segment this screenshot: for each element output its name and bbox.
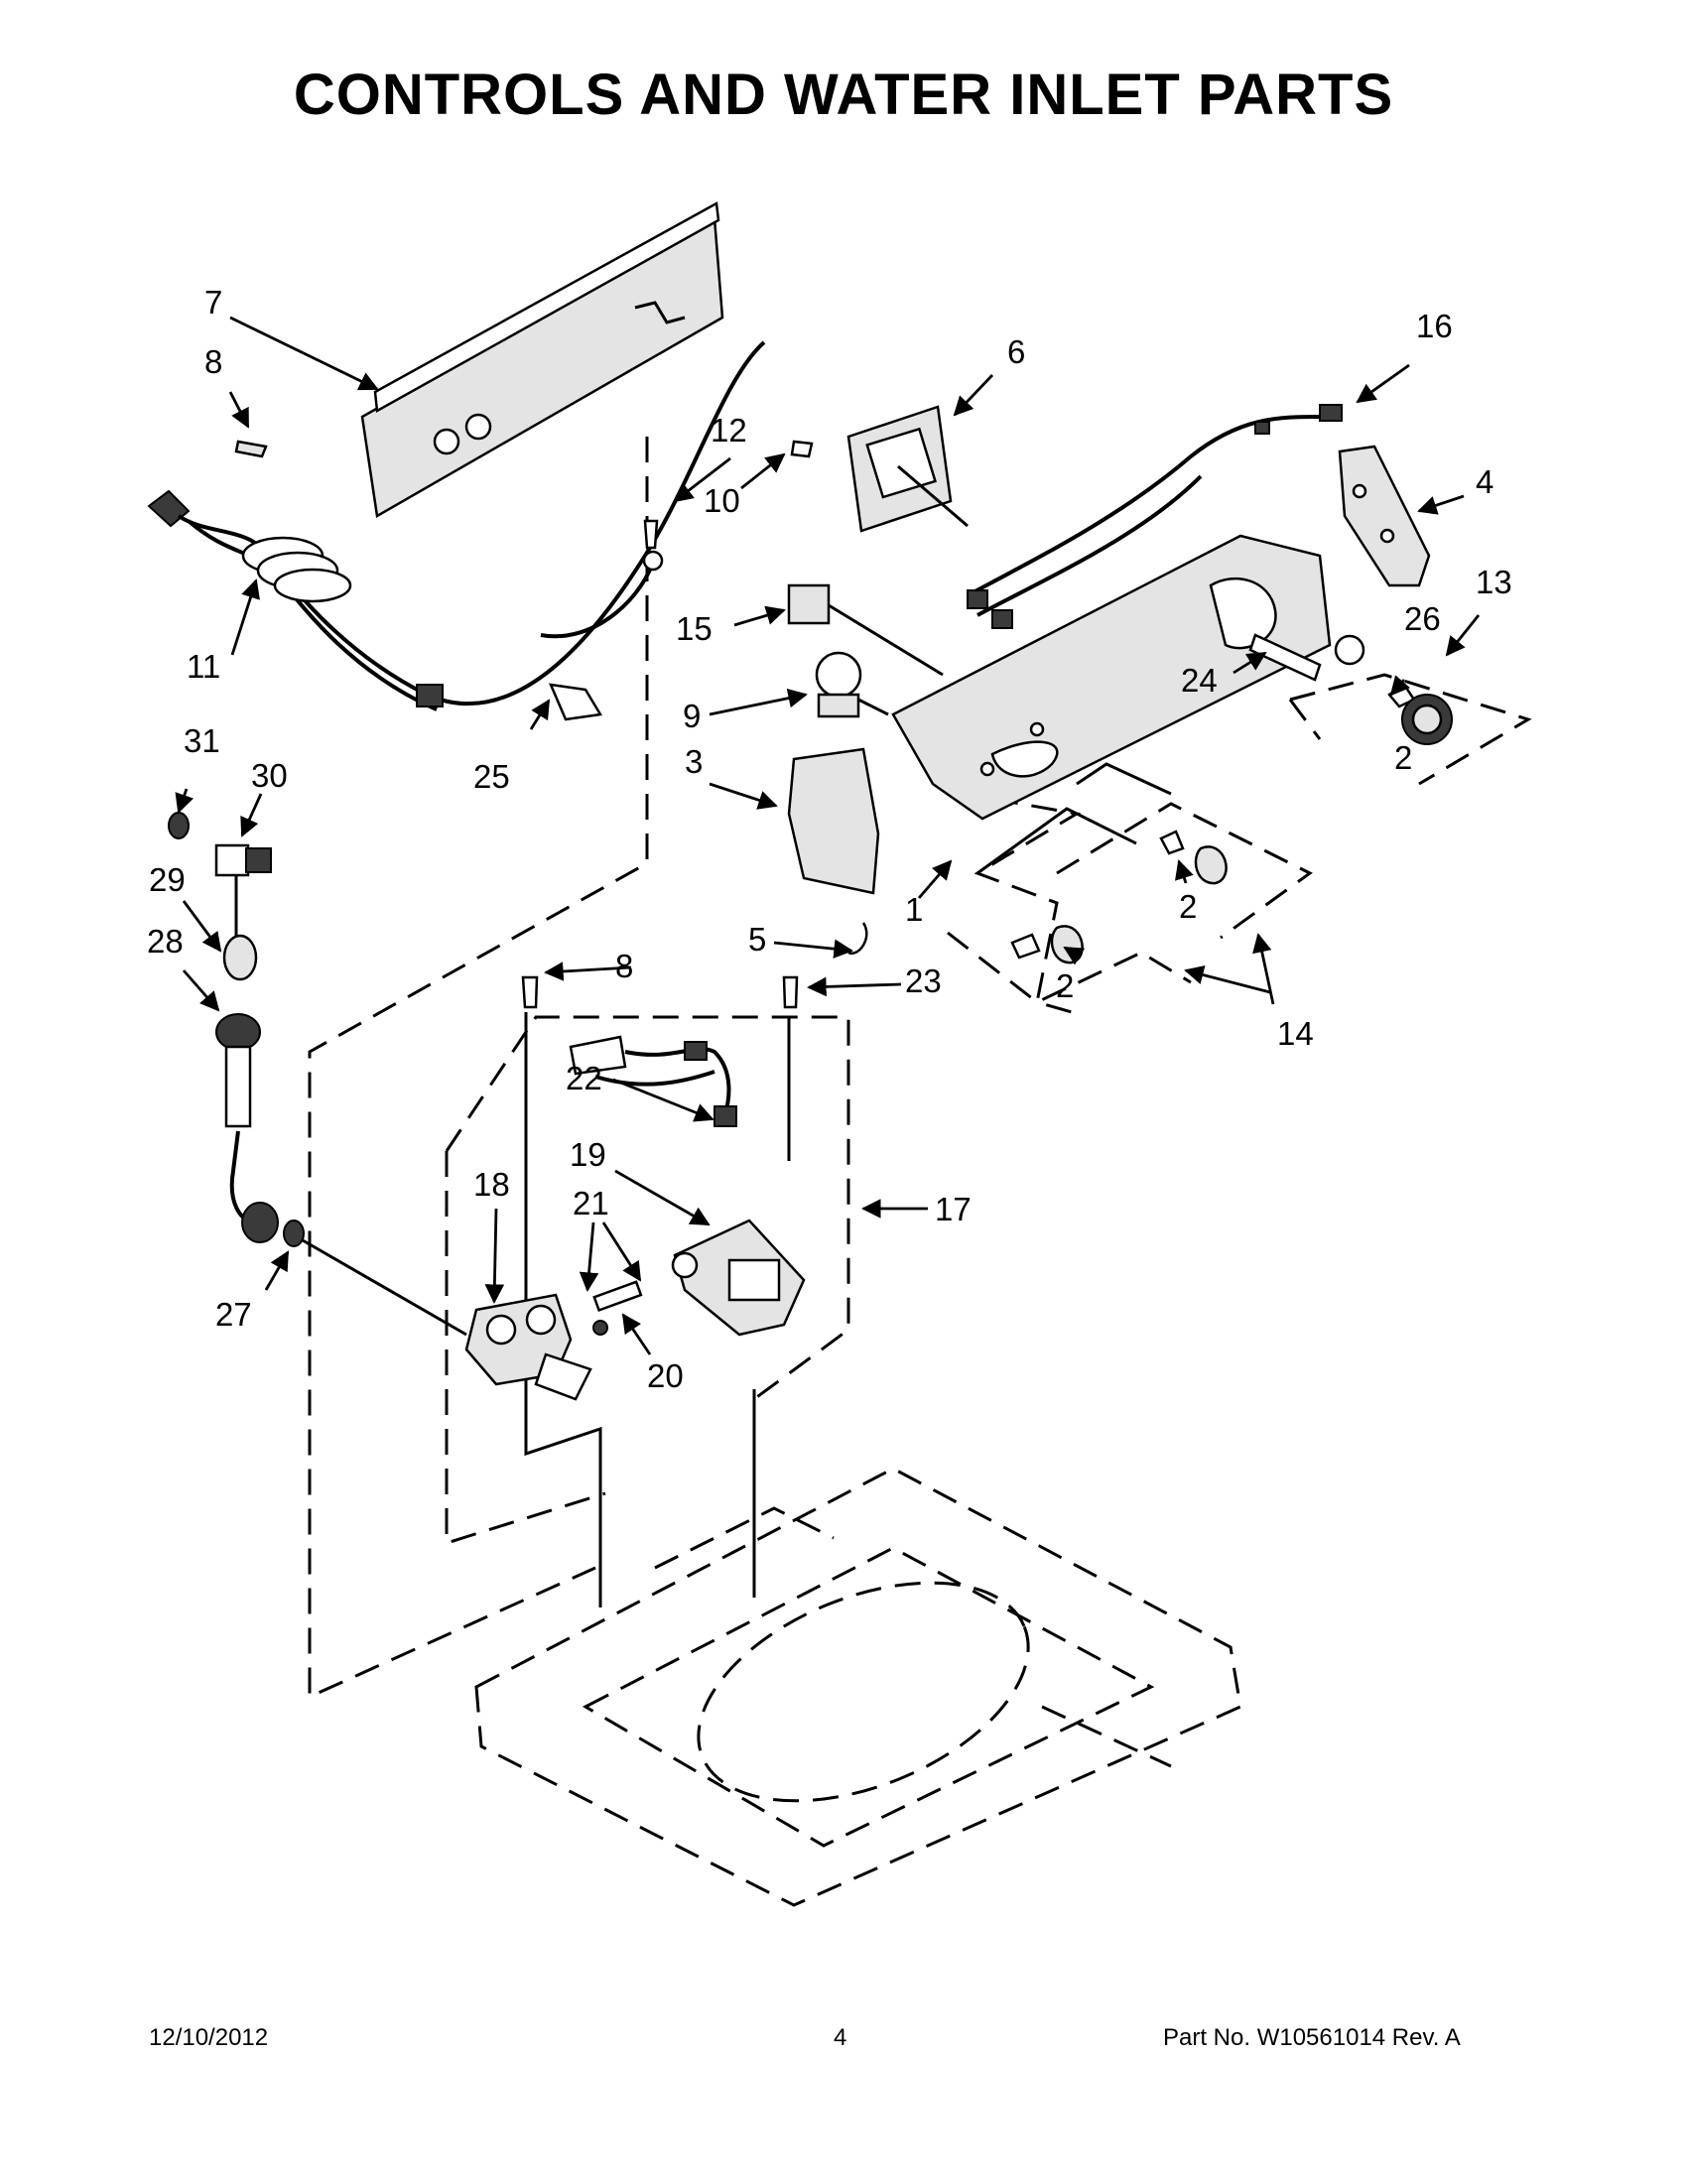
assembly-outline-lines — [308, 437, 1532, 1700]
console-panel — [891, 534, 1332, 821]
callout-17: 17 — [935, 1191, 972, 1227]
callout-12: 12 — [711, 412, 747, 449]
dispenser-assembly — [671, 1219, 806, 1337]
water-valve — [464, 1280, 643, 1401]
valve-wire-harness — [569, 1035, 737, 1127]
callout-25: 25 — [473, 758, 510, 795]
leader-arrows — [175, 316, 1481, 1355]
callout-15: 15 — [676, 610, 713, 647]
callout-1: 1 — [905, 891, 923, 928]
footer-date: 12/10/2012 — [149, 2024, 269, 2051]
console-bracket — [1338, 445, 1431, 587]
callout-5: 5 — [748, 921, 766, 958]
water-inlet-hose — [168, 812, 467, 1337]
callout-21: 21 — [573, 1185, 609, 1221]
callout-4: 4 — [1476, 463, 1493, 500]
control-board — [846, 405, 969, 533]
switch-components — [787, 583, 944, 718]
callout-20: 20 — [647, 1357, 684, 1394]
callout-11: 11 — [187, 648, 220, 685]
callout-27: 27 — [215, 1296, 252, 1333]
control-knobs — [1010, 633, 1453, 964]
callout-3: 3 — [685, 743, 703, 780]
footer-page-number: 4 — [834, 2024, 847, 2051]
callout-22: 22 — [566, 1060, 602, 1096]
callout-14: 14 — [1277, 1015, 1314, 1052]
callout-8: 8 — [204, 343, 222, 380]
rear-panel — [360, 201, 724, 518]
callout-16: 16 — [1416, 308, 1453, 344]
dispenser-cover — [787, 747, 880, 955]
callout-8b: 8 — [615, 948, 633, 984]
callout-9: 9 — [683, 698, 701, 734]
power-cord — [147, 340, 766, 711]
callout-2b: 2 — [1179, 888, 1197, 925]
callout-10: 10 — [704, 482, 740, 519]
callout-2c: 2 — [1056, 967, 1074, 1004]
callout-19: 19 — [570, 1136, 606, 1173]
callout-26: 26 — [1404, 600, 1441, 637]
callout-28: 28 — [147, 923, 184, 960]
callout-29: 29 — [149, 861, 186, 898]
callout-23: 23 — [905, 963, 942, 999]
callout-31: 31 — [184, 722, 220, 759]
footer-part-number: Part No. W10561014 Rev. A — [1163, 2024, 1461, 2051]
callout-13: 13 — [1476, 564, 1512, 600]
washer-top-cover — [474, 1467, 1242, 1907]
callout-2a: 2 — [1394, 739, 1412, 776]
callout-18: 18 — [473, 1166, 510, 1203]
callout-24: 24 — [1181, 662, 1218, 699]
callout-7: 7 — [204, 284, 222, 321]
wire-harness — [967, 404, 1343, 629]
callout-6: 6 — [1007, 333, 1025, 370]
small-parts — [234, 440, 814, 1009]
callout-numbers: 7 8 12 6 16 10 4 11 15 13 26 24 9 2 3 25… — [147, 284, 1512, 1394]
callout-30: 30 — [251, 757, 288, 794]
page-title: CONTROLS AND WATER INLET PARTS — [293, 63, 1394, 127]
